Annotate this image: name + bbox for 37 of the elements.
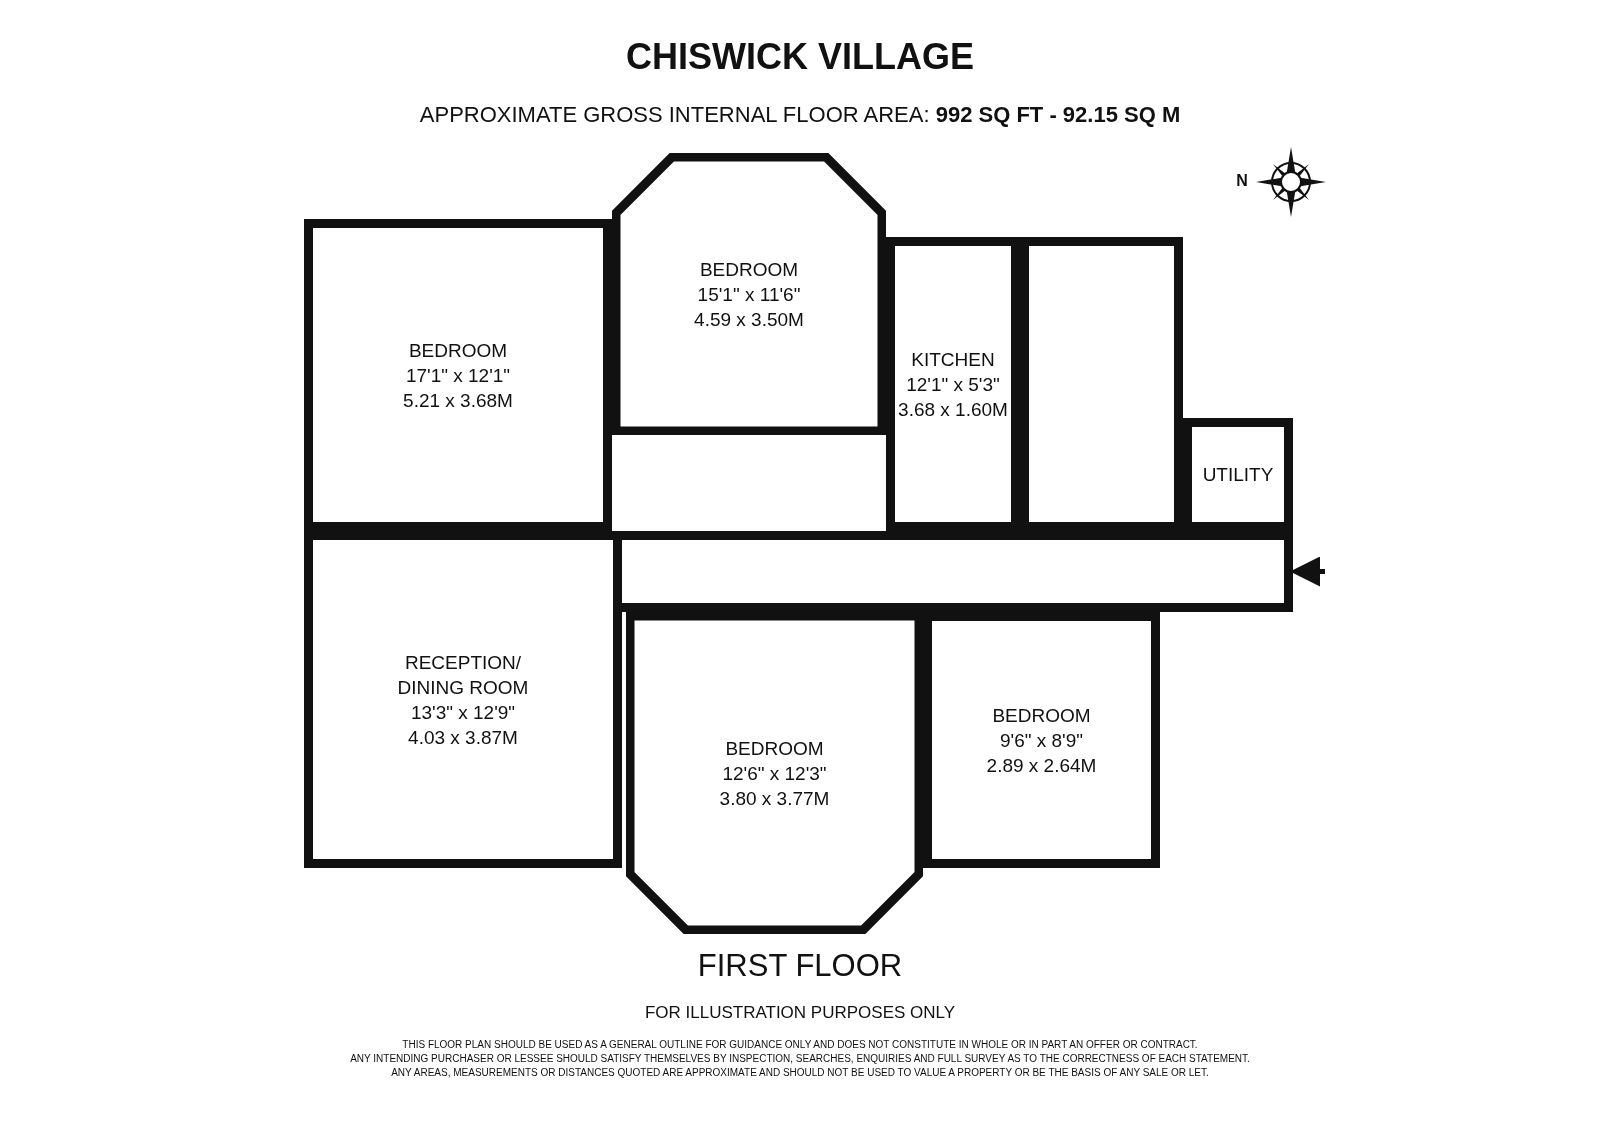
room-name: RECEPTION/ DINING ROOM [396, 650, 530, 700]
room-outline [923, 612, 1160, 868]
plan-title: CHISWICK VILLAGE [625, 36, 975, 78]
room-outline [626, 612, 923, 934]
room-outline [304, 219, 612, 531]
room-dimensions: 13'3" x 12'9" [410, 700, 516, 725]
room-outline [622, 531, 1293, 612]
room-name: BEDROOM [992, 703, 1091, 728]
room-dimensions: 4.59 x 3.50M [694, 307, 804, 332]
room-dimensions: 5.21 x 3.68M [403, 388, 513, 413]
floor-name: FIRST FLOOR [696, 948, 904, 984]
room-outline [612, 153, 886, 435]
room-dimensions: 2.89 x 2.64M [986, 753, 1097, 778]
floor-area-text: APPROXIMATE GROSS INTERNAL FLOOR AREA: 992 SQ FT - 92.15 SQ M [418, 102, 1182, 128]
room-outline [886, 237, 1020, 531]
north-label: N [1235, 172, 1249, 190]
disclaimer-text: ANY AREAS, MEASUREMENTS OR DISTANCES QUOTED ARE APPROXIMATE AND SHOULD NOT BE USED TO VALUE A PROPERTY OR BE THE BASIS OF ANY SALE OR LET. [390, 1066, 1210, 1080]
room-dimensions: 12'1" x 5'3" [906, 372, 1000, 397]
disclaimer-text: THIS FLOOR PLAN SHOULD BE USED AS A GENERAL OUTLINE FOR GUIDANCE ONLY AND DOES NOT CONSTITUTE IN WHOLE OR IN PART AN OFFER OR CONTRACT. [401, 1038, 1199, 1052]
disclaimer-text: ANY INTENDING PURCHASER OR LESSEE SHOULD SATISFY THEMSELVES BY INSPECTION, SEARCHES, ENQUIRIES AND FULL SURVEY AS TO THE CORRECTNESS OF EACH STATEMENT. [349, 1052, 1251, 1066]
room-dimensions: 3.80 x 3.77M [719, 786, 830, 811]
room-name: BEDROOM [699, 257, 799, 282]
entrance-arrow [1290, 556, 1325, 587]
room-dimensions: 9'6" x 8'9" [999, 728, 1084, 753]
room-outline [304, 531, 622, 868]
room-dimensions: 12'6" x 12'3" [722, 761, 827, 786]
room-name: UTILITY [1202, 463, 1274, 487]
room-name: BEDROOM [725, 736, 824, 761]
room-dimensions: 17'1" x 12'1" [405, 363, 511, 388]
room-dimensions: 15'1" x 11'6" [697, 282, 801, 307]
room-name: KITCHEN [911, 347, 995, 372]
room-outline [1183, 418, 1293, 531]
room-dimensions: 4.03 x 3.87M [408, 725, 518, 750]
room-outline [1020, 237, 1183, 531]
room-dimensions: 3.68 x 1.60M [898, 397, 1008, 422]
note-text: FOR ILLUSTRATION PURPOSES ONLY [643, 1003, 957, 1023]
room-name: BEDROOM [408, 338, 508, 363]
